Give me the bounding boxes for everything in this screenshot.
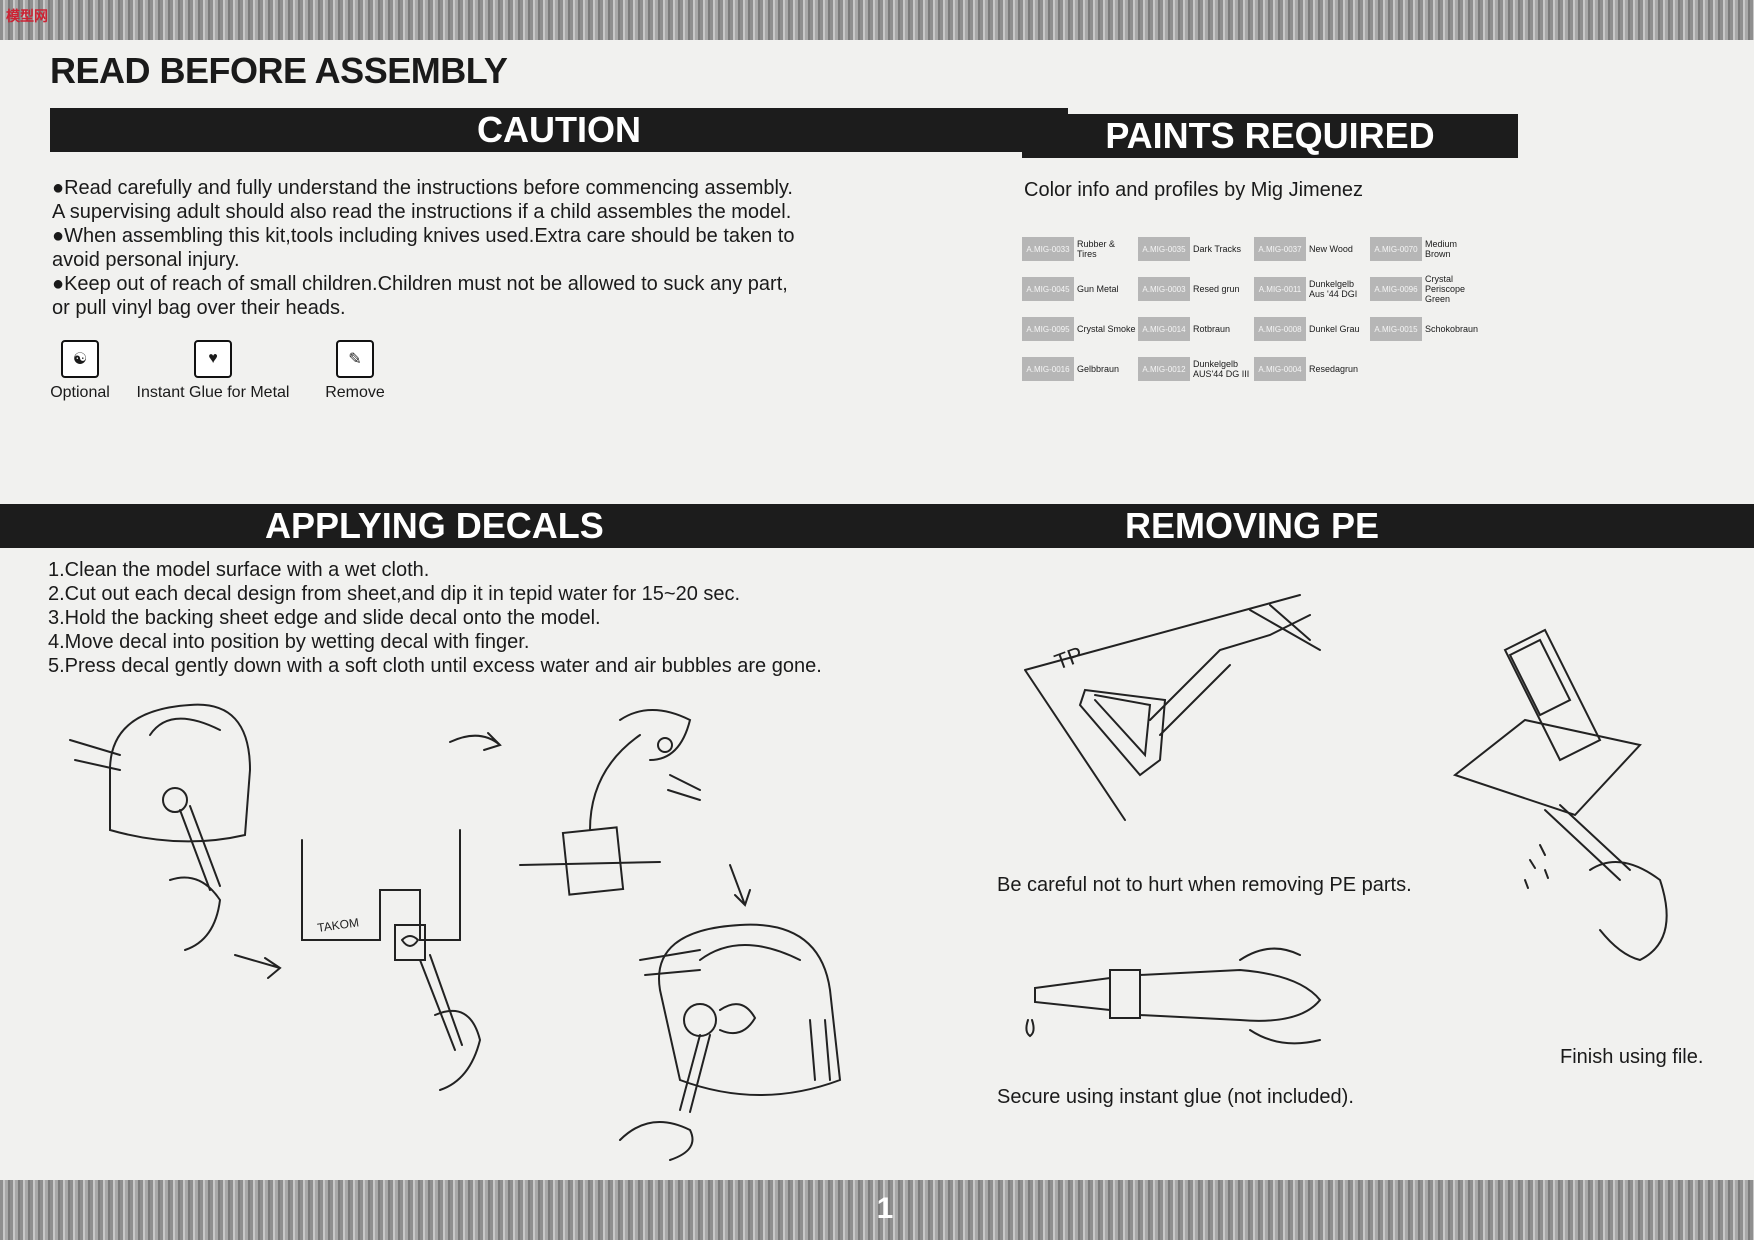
caution-text: Read carefully and fully understand the … bbox=[52, 176, 902, 320]
paint-name: Crystal Smoke bbox=[1077, 324, 1136, 334]
glue-bottle-sketch bbox=[1025, 947, 1322, 1045]
paints-heading-text: PAINTS REQUIRED bbox=[1105, 115, 1435, 156]
top-border bbox=[0, 0, 1754, 40]
symbol-label: Remove bbox=[325, 384, 385, 401]
caution-line: When assembling this kit,tools including… bbox=[52, 224, 902, 248]
decal-steps: 1.Clean the model surface with a wet clo… bbox=[48, 558, 908, 678]
paint-name: Crystal Periscope Green bbox=[1425, 274, 1466, 304]
paint-chip: A.MIG-0003 bbox=[1138, 277, 1190, 301]
paint-name: Dunkelgelb Aus '44 DGI bbox=[1309, 279, 1358, 299]
paints-heading: PAINTS REQUIRED bbox=[1022, 114, 1518, 158]
paint-chip: A.MIG-0095 bbox=[1022, 317, 1074, 341]
arrow-3 bbox=[729, 864, 751, 907]
caution-line: Keep out of reach of small children.Chil… bbox=[52, 272, 902, 296]
paint-name: Rubber & Tires bbox=[1077, 239, 1116, 259]
caution-line: avoid personal injury. bbox=[52, 249, 240, 271]
paint-name: Gelbbraun bbox=[1077, 364, 1120, 374]
file-sketch bbox=[1452, 628, 1668, 962]
decals-heading-text: APPLYING DECALS bbox=[265, 505, 604, 546]
watermark-logo: 模型网 bbox=[6, 8, 48, 24]
decal-step: 1.Clean the model surface with a wet clo… bbox=[48, 559, 430, 581]
paint-chip: A.MIG-0004 bbox=[1254, 357, 1306, 381]
sheet-label: TAKOM bbox=[316, 915, 359, 935]
fret-label: TP bbox=[1051, 642, 1086, 675]
caution-heading-text: CAUTION bbox=[477, 109, 641, 150]
caution-line: A supervising adult should also read the… bbox=[52, 201, 792, 223]
paint-chip: A.MIG-0016 bbox=[1022, 357, 1074, 381]
paint-name: Dunkel Grau bbox=[1309, 324, 1360, 334]
paint-chip: A.MIG-0012 bbox=[1138, 357, 1190, 381]
caution-heading: CAUTION bbox=[50, 108, 1068, 152]
paint-name: Resedagrun bbox=[1309, 364, 1359, 374]
paint-name: Rotbraun bbox=[1193, 324, 1231, 334]
water-dip-sketch bbox=[519, 709, 701, 896]
remove-icon: ✎ bbox=[336, 340, 374, 378]
caution-line: Read carefully and fully understand the … bbox=[52, 176, 902, 200]
paint-chip: A.MIG-0045 bbox=[1022, 277, 1074, 301]
decal-step: 5.Press decal gently down with a soft cl… bbox=[48, 655, 822, 677]
decal-step: 2.Cut out each decal design from sheet,a… bbox=[48, 583, 741, 605]
caution-line: or pull vinyl bag over their heads. bbox=[52, 297, 346, 319]
optional-icon: ☯ bbox=[61, 340, 99, 378]
symbol-optional: ☯ Optional bbox=[40, 340, 120, 402]
bottom-border bbox=[0, 1180, 1754, 1240]
paint-name: Gun Metal bbox=[1077, 284, 1119, 294]
decal-sheet-sketch bbox=[301, 829, 482, 1091]
arrow-2 bbox=[449, 732, 502, 751]
paint-chip: A.MIG-0096 bbox=[1370, 277, 1422, 301]
paint-chip: A.MIG-0014 bbox=[1138, 317, 1190, 341]
paint-name: New Wood bbox=[1309, 244, 1353, 254]
paint-name: Dark Tracks bbox=[1193, 244, 1242, 254]
paint-name: Resed grun bbox=[1193, 284, 1240, 294]
paint-name: Medium Brown bbox=[1425, 239, 1458, 259]
paint-chip: A.MIG-0037 bbox=[1254, 237, 1306, 261]
paints-subtitle: Color info and profiles by Mig Jimenez bbox=[1024, 179, 1364, 201]
paint-name: Schokobraun bbox=[1425, 324, 1479, 334]
paint-chip: A.MIG-0070 bbox=[1370, 237, 1422, 261]
paint-chip: A.MIG-0011 bbox=[1254, 277, 1306, 301]
symbol-remove: ✎ Remove bbox=[315, 340, 395, 402]
pe-heading-text: REMOVING PE bbox=[1125, 505, 1380, 546]
page-title: READ BEFORE ASSEMBLY bbox=[50, 50, 508, 91]
symbol-glue: ♥ Instant Glue for Metal bbox=[128, 340, 298, 402]
page-number: 1 bbox=[876, 1192, 894, 1225]
decal-step: 3.Hold the backing sheet edge and slide … bbox=[48, 607, 601, 629]
glue-icon: ♥ bbox=[194, 340, 232, 378]
paint-chip: A.MIG-0033 bbox=[1022, 237, 1074, 261]
turret-sketch bbox=[69, 703, 252, 951]
paint-chip: A.MIG-0008 bbox=[1254, 317, 1306, 341]
arrow-1 bbox=[234, 954, 282, 979]
pe-caption-glue: Secure using instant glue (not included)… bbox=[997, 1086, 1354, 1108]
pe-caption-remove: Be careful not to hurt when removing PE … bbox=[997, 874, 1412, 896]
pe-caption-file: Finish using file. bbox=[1560, 1046, 1704, 1068]
turret-press-sketch bbox=[619, 923, 842, 1161]
decal-step: 4.Move decal into position by wetting de… bbox=[48, 631, 530, 653]
paint-chip: A.MIG-0015 bbox=[1370, 317, 1422, 341]
paint-name: Dunkelgelb AUS'44 DG III bbox=[1193, 359, 1250, 379]
symbol-label: Instant Glue for Metal bbox=[136, 384, 290, 401]
decals-pe-heading-bar: APPLYING DECALS REMOVING PE bbox=[0, 504, 1754, 548]
pe-fret-sketch bbox=[1024, 594, 1321, 821]
symbol-label: Optional bbox=[50, 384, 110, 401]
paint-chip: A.MIG-0035 bbox=[1138, 237, 1190, 261]
